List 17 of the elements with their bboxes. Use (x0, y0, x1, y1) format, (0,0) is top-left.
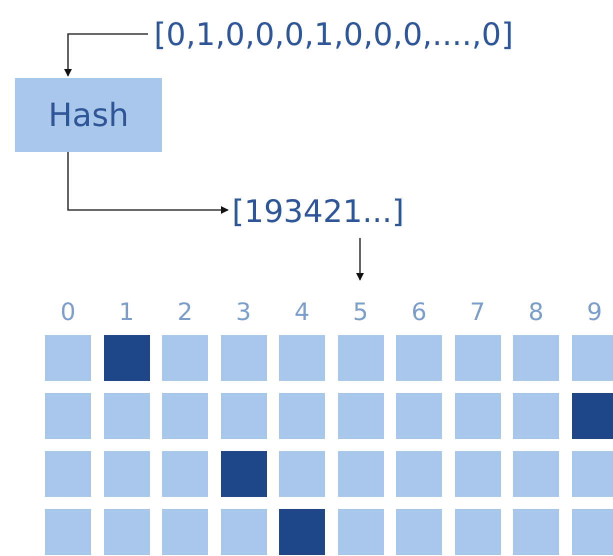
column-index: 0 (59, 300, 77, 324)
process-box (15, 78, 162, 152)
column-index: 8 (527, 300, 545, 324)
column-index: 7 (468, 300, 486, 324)
node-label: Hash (48, 99, 129, 131)
column-index: 5 (352, 300, 370, 324)
column-index: 3 (234, 300, 252, 324)
column-index: 9 (586, 300, 604, 324)
node-label: [0,1,0,0,0,1,0,0,0,....,0] (154, 20, 514, 50)
column-index: 1 (118, 300, 136, 324)
node-label: [193421...] (232, 196, 404, 228)
arrow (67, 152, 229, 214)
arrow (356, 238, 364, 281)
column-index: 2 (176, 300, 194, 324)
arrow (64, 33, 148, 77)
column-index: 6 (410, 300, 428, 324)
column-index: 4 (293, 300, 311, 324)
